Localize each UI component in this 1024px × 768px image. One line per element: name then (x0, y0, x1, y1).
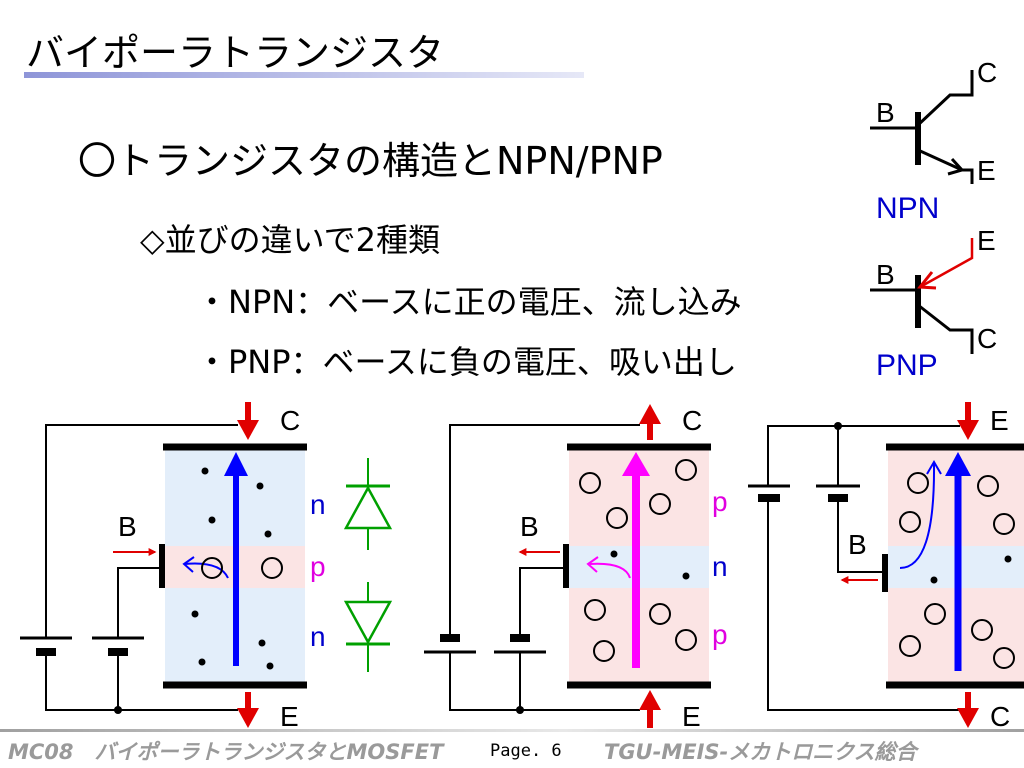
npn-symbol-emitter-label: E (977, 155, 996, 186)
footer-course-title: MC08 バイポーラトランジスタとMOSFET (8, 740, 444, 764)
npn-symbol-caption: NPN (876, 192, 939, 225)
title-underline (24, 72, 584, 78)
slide-title: バイポーラトランジスタ (26, 31, 445, 75)
footer-page-number: Page. 6 (490, 741, 562, 761)
footer-divider (0, 729, 1024, 732)
heading: 〇トランジスタの構造とNPN/PNP (78, 139, 663, 183)
pnp-collector-label: C (682, 405, 702, 436)
hole-icon (579, 459, 697, 662)
npn-emitter-label: E (280, 701, 299, 729)
hole-icon (201, 557, 283, 579)
npn-collector-label: C (280, 405, 300, 436)
electron-icon (930, 555, 1012, 584)
npn-symbol-collector-label: C (977, 57, 997, 88)
pnp-emitter-label: E (682, 701, 701, 729)
diode-icon (343, 458, 393, 672)
pnp-base-label: B (520, 511, 539, 542)
pnp-symbol-caption: PNP (876, 349, 938, 382)
pnp-flipped-collector-label: C (990, 701, 1010, 729)
pnp-flipped-emitter-label: E (990, 405, 1009, 436)
bullet-pnp: ・PNP：ベースに負の電圧、吸い出し (196, 343, 737, 381)
npn-layer-n-top: n (310, 489, 326, 520)
npn-layer-n-bottom: n (310, 621, 326, 652)
npn-base-label: B (118, 511, 137, 542)
footer-organization: TGU-MEIS-メカトロニクス総合 (604, 740, 917, 764)
pnp-symbol-collector-label: C (977, 323, 997, 354)
transistor-diagrams: C E B n p n (20, 402, 1024, 729)
pnp-flipped-diagram: E C B (748, 402, 1024, 729)
electron-icon (610, 550, 690, 580)
pnp-layer-p-top: p (712, 486, 728, 517)
bullet-npn: ・NPN：ベースに正の電圧、流し込み (196, 283, 742, 321)
pnp-flipped-base-label: B (848, 529, 867, 560)
npn-symbol-base-label: B (876, 97, 895, 128)
hole-icon (899, 472, 1015, 669)
pnp-structure-diagram: C E B p n p (424, 404, 728, 729)
pnp-layer-p-bottom: p (712, 619, 728, 650)
sub-heading: ◇並びの違いで2種類 (140, 221, 441, 259)
pnp-symbol-emitter-label: E (977, 225, 996, 256)
npn-layer-p: p (310, 551, 326, 582)
electron-icon (191, 467, 274, 670)
npn-structure-diagram: C E B n p n (20, 402, 326, 729)
pnp-symbol-base-label: B (876, 259, 895, 290)
pnp-symbol-icon: B E C PNP (870, 225, 997, 382)
pnp-layer-n: n (712, 551, 728, 582)
npn-symbol-icon: B C E NPN (870, 57, 997, 225)
transistor-symbols: B C E NPN B E C PNP (870, 57, 997, 382)
